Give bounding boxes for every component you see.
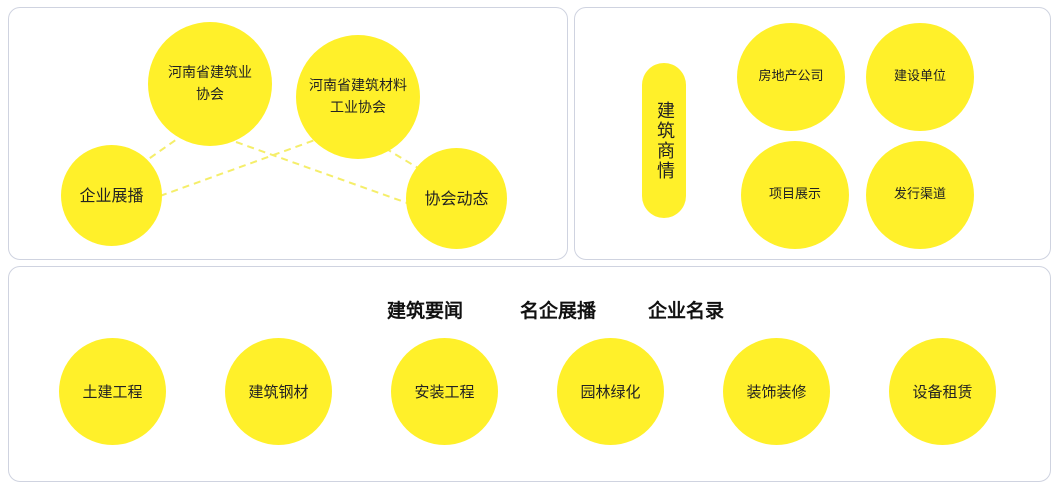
- enterprise-showcase-label: 企业展播: [79, 185, 144, 205]
- distribution-channel-node[interactable]: 发行渠道: [866, 141, 974, 249]
- category-label: 装饰装修: [746, 382, 807, 401]
- building-association-label: 河南省建筑业 协会: [168, 64, 252, 103]
- category-installation-engineering[interactable]: 安装工程: [391, 338, 498, 445]
- tab-famous-enterprises[interactable]: 名企展播: [520, 300, 597, 322]
- tab-enterprise-directory[interactable]: 企业名录: [648, 300, 725, 322]
- category-label: 安装工程: [414, 382, 475, 401]
- tab-construction-news[interactable]: 建筑要闻: [387, 300, 464, 322]
- construction-unit-node[interactable]: 建设单位: [866, 23, 974, 131]
- category-label: 设备租赁: [912, 382, 973, 401]
- category-label: 土建工程: [82, 382, 143, 401]
- materials-association-label: 河南省建筑材料 工业协会: [309, 77, 407, 116]
- association-news-node[interactable]: 协会动态: [406, 148, 507, 249]
- category-landscaping[interactable]: 园林绿化: [557, 338, 664, 445]
- real-estate-company-node[interactable]: 房地产公司: [737, 23, 845, 131]
- enterprise-showcase-node[interactable]: 企业展播: [61, 145, 162, 246]
- business-info-title-pill[interactable]: 建筑商情: [642, 63, 686, 218]
- distribution-channel-label: 发行渠道: [893, 186, 946, 202]
- category-civil-engineering[interactable]: 土建工程: [59, 338, 166, 445]
- materials-association-node[interactable]: 河南省建筑材料 工业协会: [296, 35, 420, 159]
- business-info-title: 建筑商情: [654, 100, 675, 181]
- project-display-node[interactable]: 项目展示: [741, 141, 849, 249]
- association-news-label: 协会动态: [424, 188, 489, 208]
- category-panel: [8, 266, 1051, 482]
- category-equipment-rental[interactable]: 设备租赁: [889, 338, 996, 445]
- category-construction-steel[interactable]: 建筑钢材: [225, 338, 332, 445]
- category-label: 园林绿化: [580, 382, 641, 401]
- building-association-node[interactable]: 河南省建筑业 协会: [148, 22, 272, 146]
- project-display-label: 项目展示: [768, 186, 821, 202]
- category-decoration[interactable]: 装饰装修: [723, 338, 830, 445]
- construction-unit-label: 建设单位: [893, 68, 946, 84]
- category-label: 建筑钢材: [248, 382, 309, 401]
- real-estate-company-label: 房地产公司: [758, 68, 824, 84]
